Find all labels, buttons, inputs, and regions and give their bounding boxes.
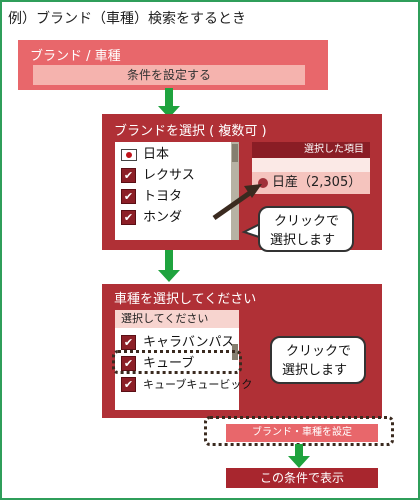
page-title: 例）ブランド（車種）検索をするとき bbox=[8, 11, 246, 27]
brand-select-title: ブランドを選択 ( 複数可 ) bbox=[114, 124, 267, 139]
brand-select-panel: ブランドを選択 ( 複数可 ) 日本 ✔ レクサス ✔ トヨタ ✔ ホンダ 選択… bbox=[102, 114, 382, 250]
selected-item-nissan[interactable]: 日産（2,305） bbox=[252, 172, 370, 194]
show-results-button[interactable]: この条件で表示 bbox=[226, 468, 378, 488]
checkbox-checked-icon[interactable]: ✔ bbox=[121, 377, 136, 392]
scrollbar-thumb[interactable] bbox=[232, 144, 238, 162]
checkbox-checked-icon[interactable]: ✔ bbox=[121, 189, 136, 204]
down-arrow-icon bbox=[288, 444, 310, 468]
apply-brand-model-button[interactable]: ブランド・車種を設定 bbox=[226, 424, 378, 442]
brand-model-panel: ブランド / 車種 条件を設定する bbox=[18, 40, 328, 90]
checkbox-checked-icon[interactable]: ✔ bbox=[121, 210, 136, 225]
highlight-box-cube bbox=[112, 350, 242, 374]
click-tooltip-brand: クリックで 選択します bbox=[258, 206, 354, 252]
set-conditions-button[interactable]: 条件を設定する bbox=[33, 65, 305, 85]
japan-flag-icon bbox=[121, 149, 137, 161]
brand-list[interactable]: 日本 ✔ レクサス ✔ トヨタ ✔ ホンダ bbox=[115, 142, 239, 240]
checkbox-checked-icon[interactable]: ✔ bbox=[121, 335, 136, 350]
checkbox-checked-icon[interactable]: ✔ bbox=[121, 356, 136, 371]
checkbox-checked-icon[interactable]: ✔ bbox=[121, 168, 136, 183]
model-select-title: 車種を選択してください bbox=[114, 292, 257, 307]
down-arrow-icon bbox=[158, 250, 180, 282]
scrollbar[interactable] bbox=[231, 142, 239, 240]
model-list-header: 選択してください bbox=[115, 310, 239, 328]
bullet-icon bbox=[258, 178, 268, 188]
brand-model-title: ブランド / 車種 bbox=[30, 49, 121, 64]
model-list[interactable]: 選択してください ✔ キャラバンパス ✔ キューブ ✔ キューブキュービック bbox=[115, 310, 252, 410]
click-tooltip-model: クリックで 選択します bbox=[270, 336, 366, 384]
selected-items-header: 選択した項目 bbox=[252, 142, 370, 158]
selected-items-panel: 選択した項目 日産（2,305） bbox=[252, 142, 370, 194]
